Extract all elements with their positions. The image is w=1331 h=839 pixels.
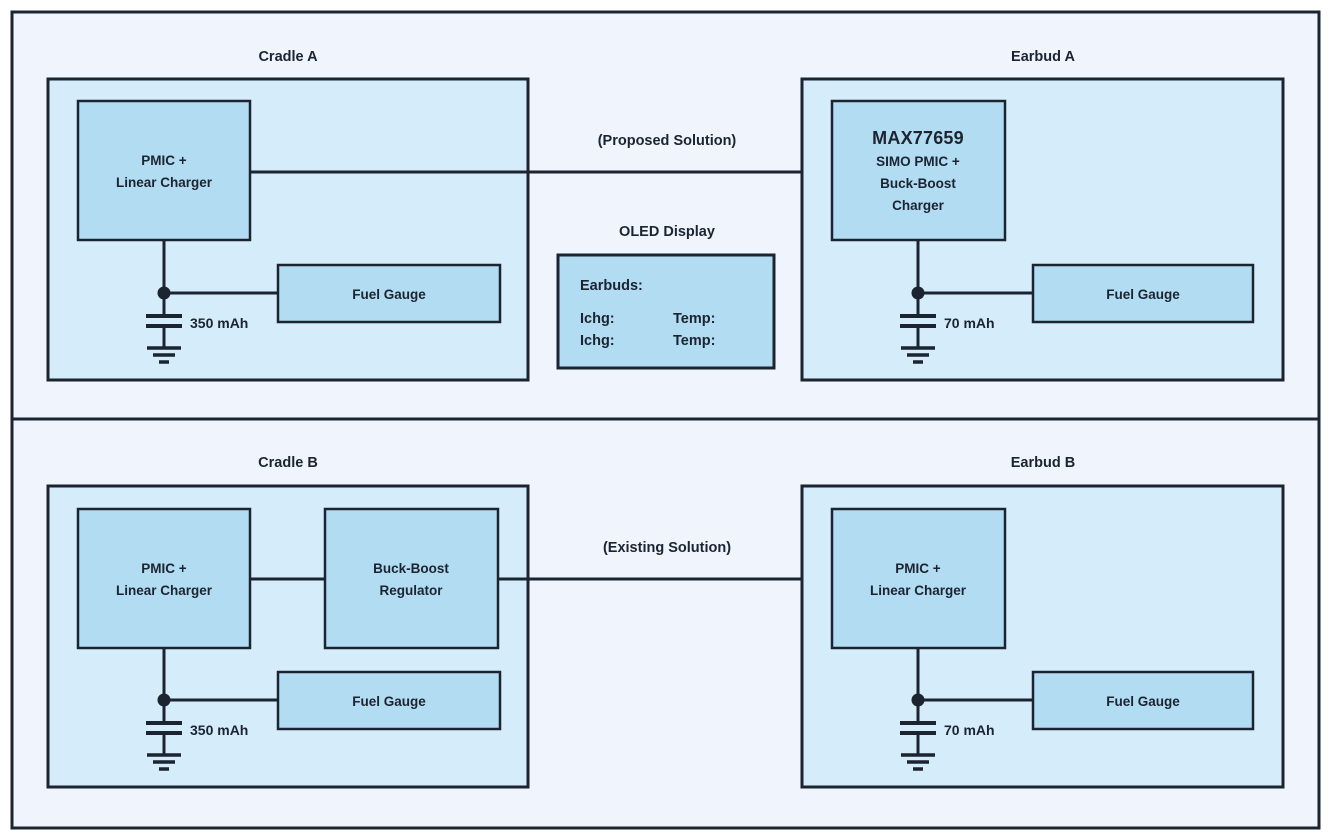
earbud-b-battery-capacity-label: 70 mAh xyxy=(944,722,995,738)
oled-line-2-right: Temp: xyxy=(673,311,715,327)
cradle-b-title: Cradle B xyxy=(258,455,318,471)
earbud-a-max77659-label-line4: Charger xyxy=(892,198,945,213)
cradle-a-pmic-block[interactable] xyxy=(76,99,252,242)
earbud-b-fuel-gauge-label: Fuel Gauge xyxy=(1106,694,1180,709)
oled-display-title: OLED Display xyxy=(619,224,715,240)
cradle-a-fuel-gauge-block[interactable] xyxy=(276,263,502,324)
oled-line-1-left: Earbuds: xyxy=(580,278,643,294)
earbud-b-pmic-label-line2: Linear Charger xyxy=(870,583,967,598)
cradle-b-fuel-gauge-label: Fuel Gauge xyxy=(352,694,426,709)
existing-solution-label: (Existing Solution) xyxy=(603,540,731,556)
cradle-b-buck-boost-block[interactable] xyxy=(323,507,500,650)
earbud-a-fuel-gauge-label: Fuel Gauge xyxy=(1106,287,1180,302)
cradle-b-pmic-label-line1: PMIC + xyxy=(141,561,187,576)
oled-line-3-left: Ichg: xyxy=(580,333,615,349)
earbud-a-max77659-part-number: MAX77659 xyxy=(872,128,964,148)
earbud-a-fuel-gauge-block[interactable] xyxy=(1031,263,1255,324)
oled-display-screen[interactable] xyxy=(556,253,776,370)
cradle-b-pmic-block[interactable] xyxy=(76,507,252,650)
earbud-a-title: Earbud A xyxy=(1011,49,1075,65)
oled-line-3-right: Temp: xyxy=(673,333,715,349)
earbud-a-max77659-block[interactable] xyxy=(830,99,1007,242)
proposed-solution-label: (Proposed Solution) xyxy=(598,133,737,149)
earbud-a-max77659-label-line3: Buck-Boost xyxy=(880,176,956,191)
cradle-b-battery-capacity-label: 350 mAh xyxy=(190,722,248,738)
earbud-b-pmic-block[interactable] xyxy=(830,507,1007,650)
cradle-a-fuel-gauge-label: Fuel Gauge xyxy=(352,287,426,302)
earbud-a-battery-capacity-label: 70 mAh xyxy=(944,315,995,331)
cradle-b-buck-boost-label-line2: Regulator xyxy=(379,583,443,598)
cradle-a-pmic-label-line1: PMIC + xyxy=(141,153,187,168)
earbud-b-pmic-label-line1: PMIC + xyxy=(895,561,941,576)
earbud-b-title: Earbud B xyxy=(1011,455,1075,471)
cradle-b-buck-boost-label-line1: Buck-Boost xyxy=(373,561,449,576)
cradle-b-fuel-gauge-block[interactable] xyxy=(276,670,502,731)
oled-line-2-left: Ichg: xyxy=(580,311,615,327)
cradle-a-pmic-label-line2: Linear Charger xyxy=(116,175,213,190)
cradle-a-title: Cradle A xyxy=(258,49,318,65)
earbud-b-fuel-gauge-block[interactable] xyxy=(1031,670,1255,731)
cradle-a-battery-capacity-label: 350 mAh xyxy=(190,315,248,331)
earbud-a-max77659-label-line2: SIMO PMIC + xyxy=(876,154,960,169)
cradle-b-pmic-label-line2: Linear Charger xyxy=(116,583,213,598)
